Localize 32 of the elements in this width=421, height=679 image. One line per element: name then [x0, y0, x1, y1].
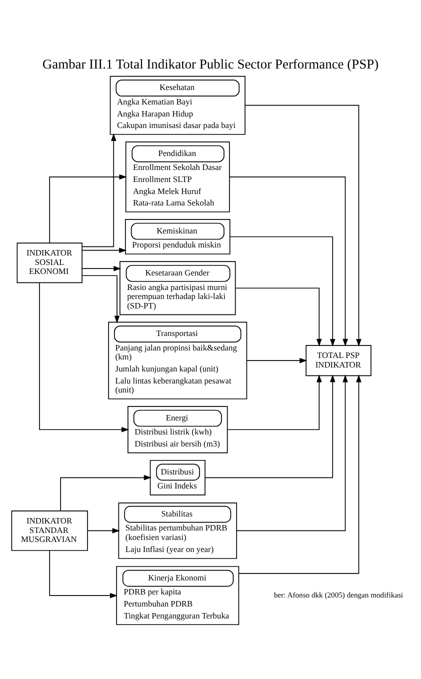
- node-box: Energi Distribusi listrik (kwh) Distribusi air bersih (m3): [128, 406, 228, 454]
- arrow: [39, 282, 130, 432]
- node-box: TOTAL PSP INDIKATOR: [306, 344, 372, 376]
- node-box: Transportasi Panjang jalan propinsi baik&sedang (km) Jumlah kunjungan kapal (unit) Lalu lintas keberangkatan pesawat (unit): [108, 322, 248, 400]
- node-box: INDIKATOR SOSIAL EKONOMI: [16, 242, 82, 284]
- arrow: [60, 474, 152, 512]
- node-box: Distribusi Gini Indeks: [150, 460, 206, 496]
- arrow: [246, 358, 308, 364]
- arrow: [236, 374, 348, 532]
- arrow: [49, 550, 118, 598]
- arrow: [204, 374, 336, 478]
- arrow: [229, 176, 348, 346]
- arrow: [82, 248, 127, 254]
- caption: ber: Afonso dkk (2005) dengan modifikasi: [274, 590, 404, 600]
- arrow: [238, 374, 362, 574]
- node-box: Kinerja Ekonomi PDRB per kapita Pertumbuhan PDRB Tingkat Pengangguran Terbuka: [116, 566, 240, 626]
- diagram-title: Gambar III.1 Total Indikator Public Sector Performance (PSP): [42, 56, 379, 72]
- arrow: [82, 275, 120, 324]
- node-box: Kesetaraan Gender Rasio angka partisipasi murni perempuan terhadap laki-laki (SD-PT): [120, 261, 236, 316]
- node-box: Pendidikan Enrollment Sekolah Dasar Enrollment SLTP Angka Melek Huruf Rata-rata Lama Sekolah: [125, 142, 230, 212]
- arrow: [82, 133, 116, 248]
- arrow: [49, 174, 127, 244]
- arrow: [235, 288, 322, 346]
- arrow: [244, 104, 362, 347]
- node-box: Kemiskinan Proporsi penduduk miskin: [125, 219, 230, 254]
- node-box: INDIKATOR STANDAR MUSGRAVIAN: [11, 510, 88, 551]
- node-box: Stabilitas Stabilitas pertumbuhan PDRB (koefisien variasi) Laju Inflasi (year on year): [118, 502, 238, 559]
- arrow: [82, 266, 122, 272]
- arrow: [87, 528, 120, 534]
- arrow: [227, 374, 322, 430]
- node-box: Kesehatan Angka Kematian Bayi Angka Harapan Hidup Cakupan imunisasi dasar pada bayi: [110, 76, 246, 135]
- arrow: [229, 236, 336, 347]
